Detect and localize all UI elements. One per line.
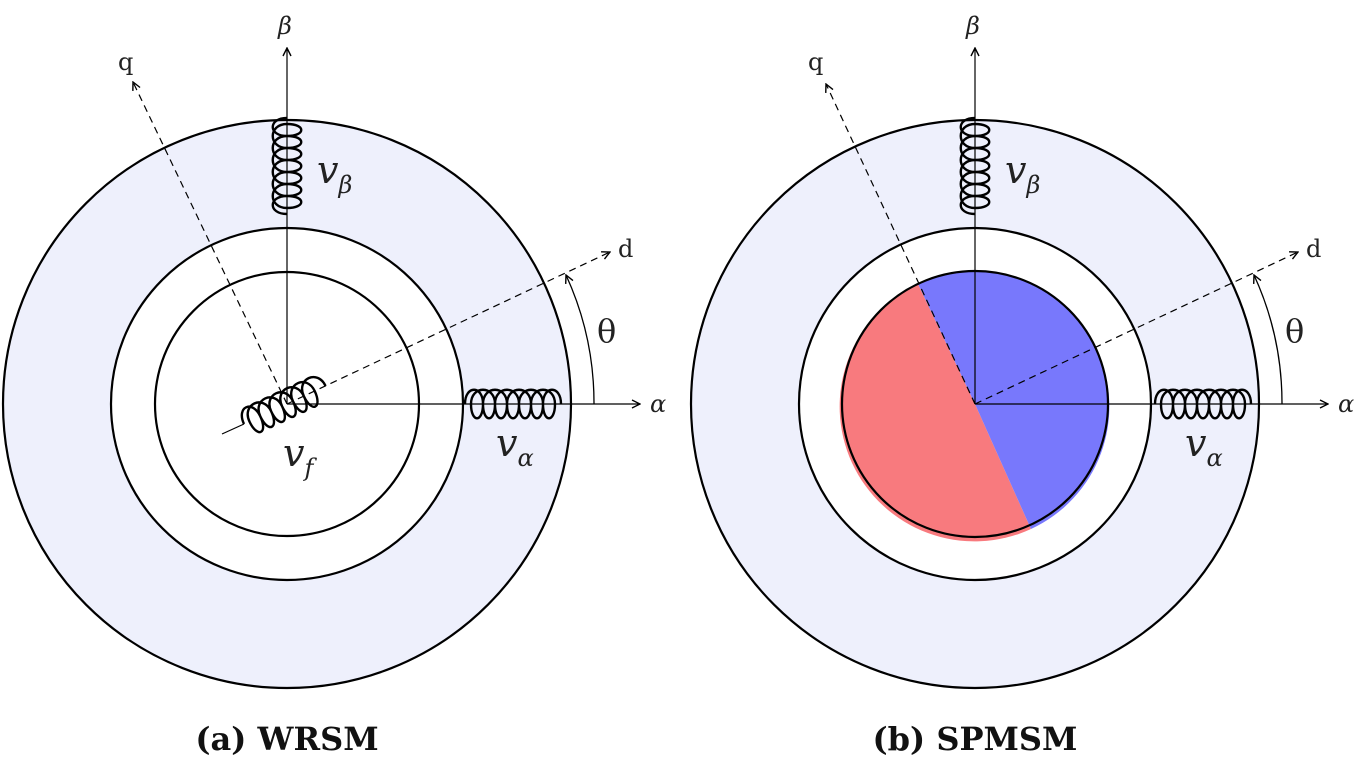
v-beta-label: vβ (1005, 148, 1040, 199)
rotor-magnet-blue (918, 271, 1110, 529)
q-axis-label: q (808, 48, 823, 76)
alpha-winding-coil (1153, 388, 1253, 420)
alpha-winding-coil (463, 388, 563, 420)
rotor-magnet-red (839, 284, 1031, 542)
theta-arc (566, 275, 595, 405)
v-alpha-label: vα (1185, 421, 1223, 472)
q-axis (826, 84, 976, 405)
panel-wrsm: β α q d θ vβ vα vf (a) WRSM (1, 12, 666, 758)
v-alpha-label: vα (496, 421, 534, 472)
field-lead (221, 423, 245, 435)
theta-label: θ (597, 312, 616, 350)
d-axis-label: d (1306, 235, 1321, 263)
beta-winding-coil (959, 116, 991, 216)
caption-spmsm: (b) SPMSM (873, 720, 1078, 758)
panel-spmsm: β α q d θ vβ vα (b) SPMSM (689, 12, 1354, 758)
beta-axis-label: β (965, 12, 980, 40)
alpha-axis-label: α (1338, 390, 1354, 418)
alpha-axis-label: α (650, 390, 666, 418)
beta-axis-label: β (277, 12, 292, 40)
field-winding-coil (240, 375, 327, 434)
v-beta-label: vβ (317, 148, 352, 199)
q-axis-label: q (118, 48, 133, 76)
caption-wrsm: (a) WRSM (195, 720, 378, 758)
theta-arc (1254, 275, 1283, 405)
beta-winding-coil (271, 116, 303, 216)
theta-label: θ (1285, 312, 1304, 350)
d-axis-label: d (618, 235, 633, 263)
